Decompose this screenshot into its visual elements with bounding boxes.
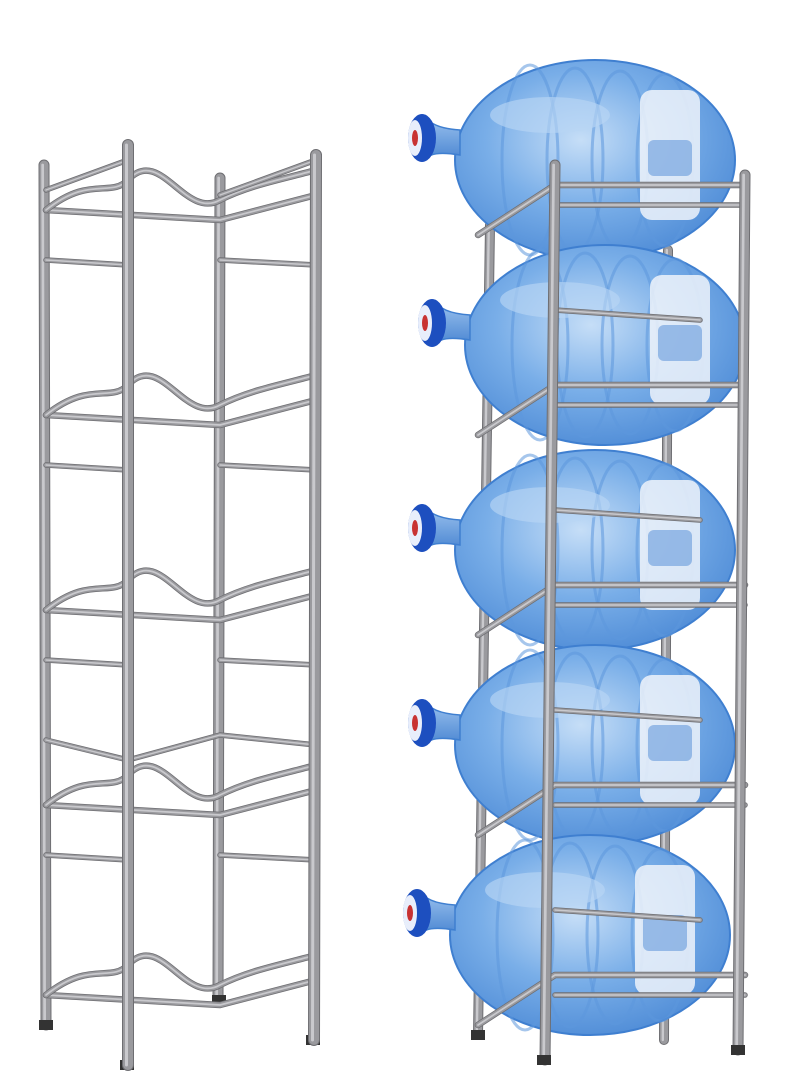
water-bottle-4: [408, 644, 736, 846]
water-bottle-5: [403, 834, 731, 1036]
water-bottle-2: [418, 244, 746, 446]
loaded-rack-foot: [471, 1030, 485, 1040]
empty-rack: [38, 139, 322, 1071]
loaded-rack-front: [471, 159, 751, 1066]
loaded-rack-foot: [731, 1045, 745, 1055]
water-bottle-3: [408, 449, 736, 651]
empty-rack-foot: [212, 995, 226, 1005]
empty-rack-back-right-pole-fill: [213, 173, 225, 1005]
loaded-rack-foot: [537, 1055, 551, 1065]
empty-rack-foot: [39, 1020, 53, 1030]
water-bottle-1: [408, 59, 736, 261]
